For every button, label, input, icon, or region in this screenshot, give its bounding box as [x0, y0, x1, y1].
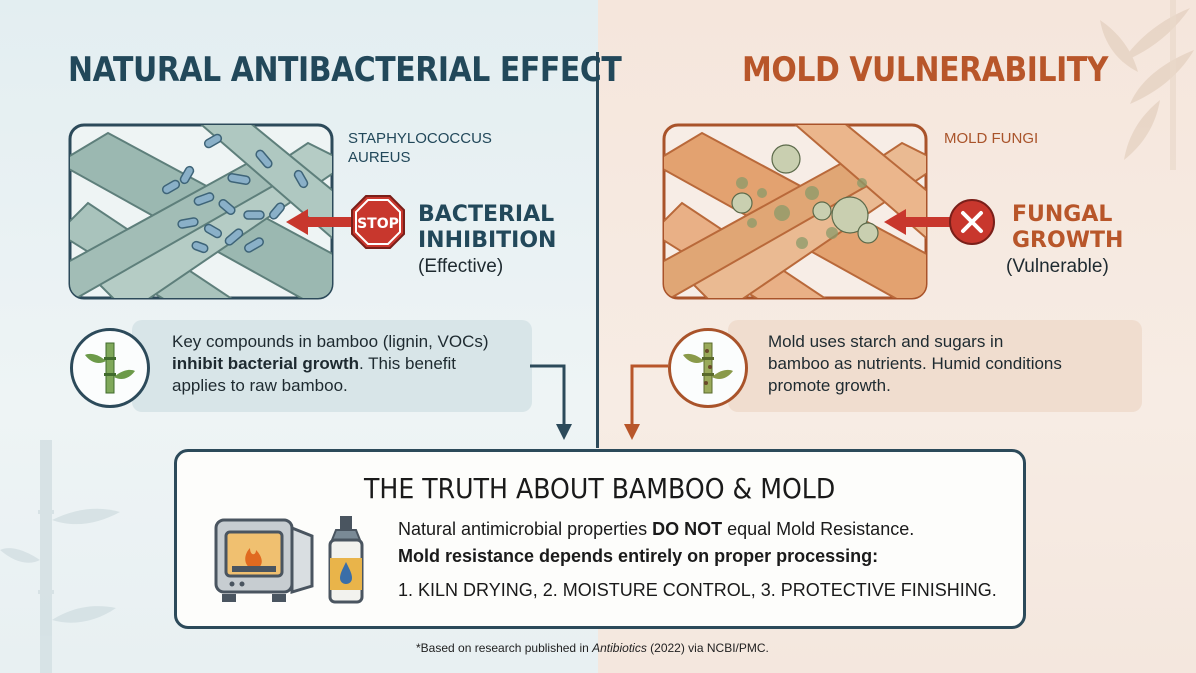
- red-arrow-left-icon: [884, 209, 956, 235]
- fungi-label: MOLD FUNGI: [944, 130, 1039, 147]
- right-info-text: Mold uses starch and sugars in bamboo as…: [768, 331, 1138, 397]
- truth-box: [174, 449, 1026, 629]
- footnote-journal: Antibiotics: [592, 641, 647, 655]
- finish-bottle-icon: [328, 516, 364, 604]
- truth-line2: Mold resistance depends entirely on prop…: [398, 546, 879, 566]
- footnote-post: (2022) via NCBI/PMC.: [646, 641, 769, 655]
- right-info-box: [728, 320, 1142, 412]
- stop-sign-text: STOP: [357, 216, 399, 232]
- right-connector-arrow-icon: [624, 364, 668, 440]
- effective-label: (Effective): [418, 256, 504, 277]
- right-title: MOLD VULNERABILITY: [742, 50, 1109, 90]
- vulnerable-label: (Vulnerable): [1006, 256, 1109, 277]
- x-circle-icon: [949, 199, 995, 245]
- bamboo-strips-bacteria-illustration: [68, 123, 334, 300]
- truth-line1: Natural antimicrobial properties DO NOT …: [398, 519, 914, 540]
- right-info-line2: bamboo as nutrients. Humid conditions: [768, 354, 1062, 373]
- bacteria-label: STAPHYLOCOCCUS AUREUS: [348, 130, 492, 166]
- fungal-growth-line1: FUNGAL: [1012, 202, 1113, 227]
- left-connector-arrow-icon: [530, 364, 572, 440]
- left-info-bold: inhibit bacterial growth: [172, 354, 360, 373]
- bamboo-strips-mold-illustration: [662, 123, 928, 300]
- bacterial-inhibition-line2: INHIBITION: [418, 228, 557, 253]
- bacterial-inhibition-line1: BACTERIAL: [418, 202, 555, 227]
- bamboo-icon: [70, 328, 150, 408]
- footnote: *Based on research published in Antibiot…: [416, 641, 769, 655]
- truth-line1-post: equal Mold Resistance.: [722, 519, 915, 539]
- bamboo-leaves-decoration-icon: [1100, 0, 1194, 170]
- kiln-icon: [214, 518, 314, 602]
- moldy-bamboo-icon: [668, 328, 748, 408]
- bamboo-stalk-decoration-icon: [0, 440, 120, 673]
- left-info-text: Key compounds in bamboo (lignin, VOCs) i…: [172, 331, 532, 397]
- right-info-line3: promote growth.: [768, 376, 891, 395]
- left-title: NATURAL ANTIBACTERIAL EFFECT: [68, 50, 622, 90]
- left-info-line2-rest: . This benefit: [359, 354, 457, 373]
- red-arrow-left-icon: [286, 209, 358, 235]
- fungal-growth-line2: GROWTH: [1012, 228, 1124, 253]
- stop-sign-icon: STOP: [351, 195, 405, 249]
- truth-line3: 1. KILN DRYING, 2. MOISTURE CONTROL, 3. …: [398, 580, 997, 600]
- left-info-line3: applies to raw bamboo.: [172, 376, 348, 395]
- footnote-pre: *Based on research published in: [416, 641, 593, 655]
- truth-title: THE TRUTH ABOUT BAMBOO & MOLD: [364, 472, 836, 505]
- left-info-box: [132, 320, 532, 412]
- right-info-line1: Mold uses starch and sugars in: [768, 332, 1004, 351]
- truth-line1-bold: DO NOT: [652, 519, 723, 539]
- left-info-line1: Key compounds in bamboo (lignin, VOCs): [172, 332, 489, 351]
- truth-line1-pre: Natural antimicrobial properties: [398, 519, 653, 539]
- center-divider: [596, 52, 599, 448]
